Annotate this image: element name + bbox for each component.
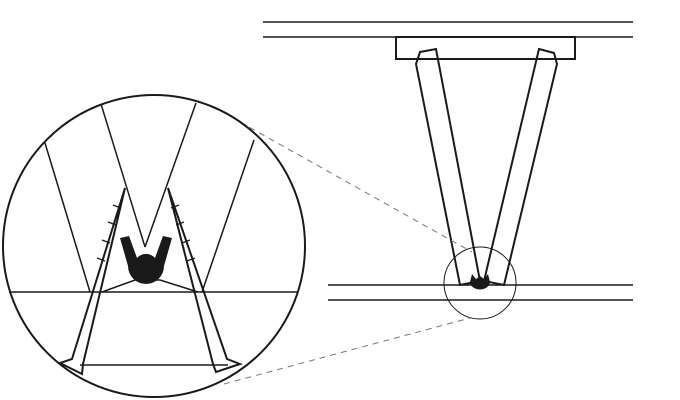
- overview-frame: [263, 21, 633, 320]
- strut-edge: [201, 139, 255, 293]
- left-anchor-leg: [57, 187, 126, 376]
- strut-edge: [100, 103, 146, 248]
- detail-view: [2, 94, 306, 398]
- leader-line-top: [239, 121, 473, 253]
- detail-marker-circle: [443, 246, 517, 320]
- mounting-plate: [395, 36, 576, 60]
- strut-edge: [144, 102, 197, 248]
- strut-edge: [44, 142, 91, 293]
- right-strut: [482, 47, 559, 287]
- joint-small: [470, 274, 490, 290]
- right-anchor-leg: [167, 187, 243, 374]
- left-strut: [414, 47, 482, 287]
- leader-line-bottom: [223, 317, 471, 385]
- anchor-head: [120, 236, 172, 284]
- barbs: [96, 204, 196, 262]
- detail-circle: [2, 94, 306, 398]
